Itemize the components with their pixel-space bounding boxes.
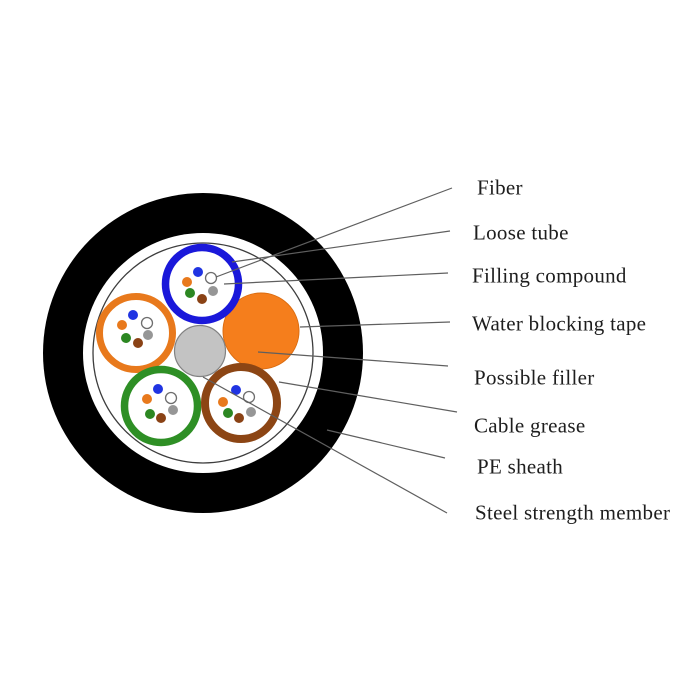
label-cable-grease: Cable grease xyxy=(474,413,586,438)
fiber-dot-white xyxy=(204,271,218,285)
label-pe-sheath: PE sheath xyxy=(477,454,564,479)
fiber-dot-gray xyxy=(208,286,218,296)
fiber-dot-blue xyxy=(193,267,203,277)
fiber-dot-green xyxy=(145,409,155,419)
label-filling-compound: Filling compound xyxy=(472,263,627,288)
fiber-dot-brown xyxy=(156,413,166,423)
fiber-dot-orange xyxy=(117,320,127,330)
loose-tube-blue xyxy=(161,243,243,325)
leader-line-loose-tube xyxy=(231,230,451,263)
fiber-dot-brown xyxy=(234,413,244,423)
loose-tube-brown xyxy=(201,363,281,443)
fiber-dot-brown xyxy=(133,338,143,348)
fiber-dot-blue xyxy=(231,385,241,395)
steel-strength-member-circle xyxy=(173,324,227,378)
leader-line-filling-compound xyxy=(223,272,449,285)
label-fiber: Fiber xyxy=(477,175,523,200)
fiber-dot-orange xyxy=(218,397,228,407)
leader-line-steel-strength-member xyxy=(202,376,448,514)
fiber-dot-gray xyxy=(168,405,178,415)
loose-tube-green xyxy=(120,365,202,447)
label-water-blocking-tape: Water blocking tape xyxy=(472,311,647,336)
fiber-dot-white xyxy=(164,391,178,405)
leader-line-pe-sheath xyxy=(326,429,446,459)
fiber-dot-blue xyxy=(153,384,163,394)
fiber-dot-orange xyxy=(182,277,192,287)
loose-tube-orange xyxy=(96,293,176,373)
fiber-dot-gray xyxy=(246,407,256,417)
leader-line-water-blocking-tape xyxy=(299,321,451,328)
leader-line-fiber xyxy=(215,187,453,278)
fiber-dot-brown xyxy=(197,294,207,304)
label-loose-tube: Loose tube xyxy=(473,220,569,245)
leader-line-possible-filler xyxy=(257,351,449,367)
fiber-dot-green xyxy=(223,408,233,418)
fiber-dot-green xyxy=(185,288,195,298)
fiber-dot-gray xyxy=(143,330,153,340)
fiber-dot-orange xyxy=(142,394,152,404)
fiber-dot-blue xyxy=(128,310,138,320)
label-possible-filler: Possible filler xyxy=(474,365,595,390)
fiber-dot-white xyxy=(140,316,154,330)
leader-line-cable-grease xyxy=(278,381,458,413)
water-blocking-tape-ring xyxy=(92,242,314,464)
fiber-dot-green xyxy=(121,333,131,343)
label-steel-strength-member: Steel strength member xyxy=(475,500,671,525)
